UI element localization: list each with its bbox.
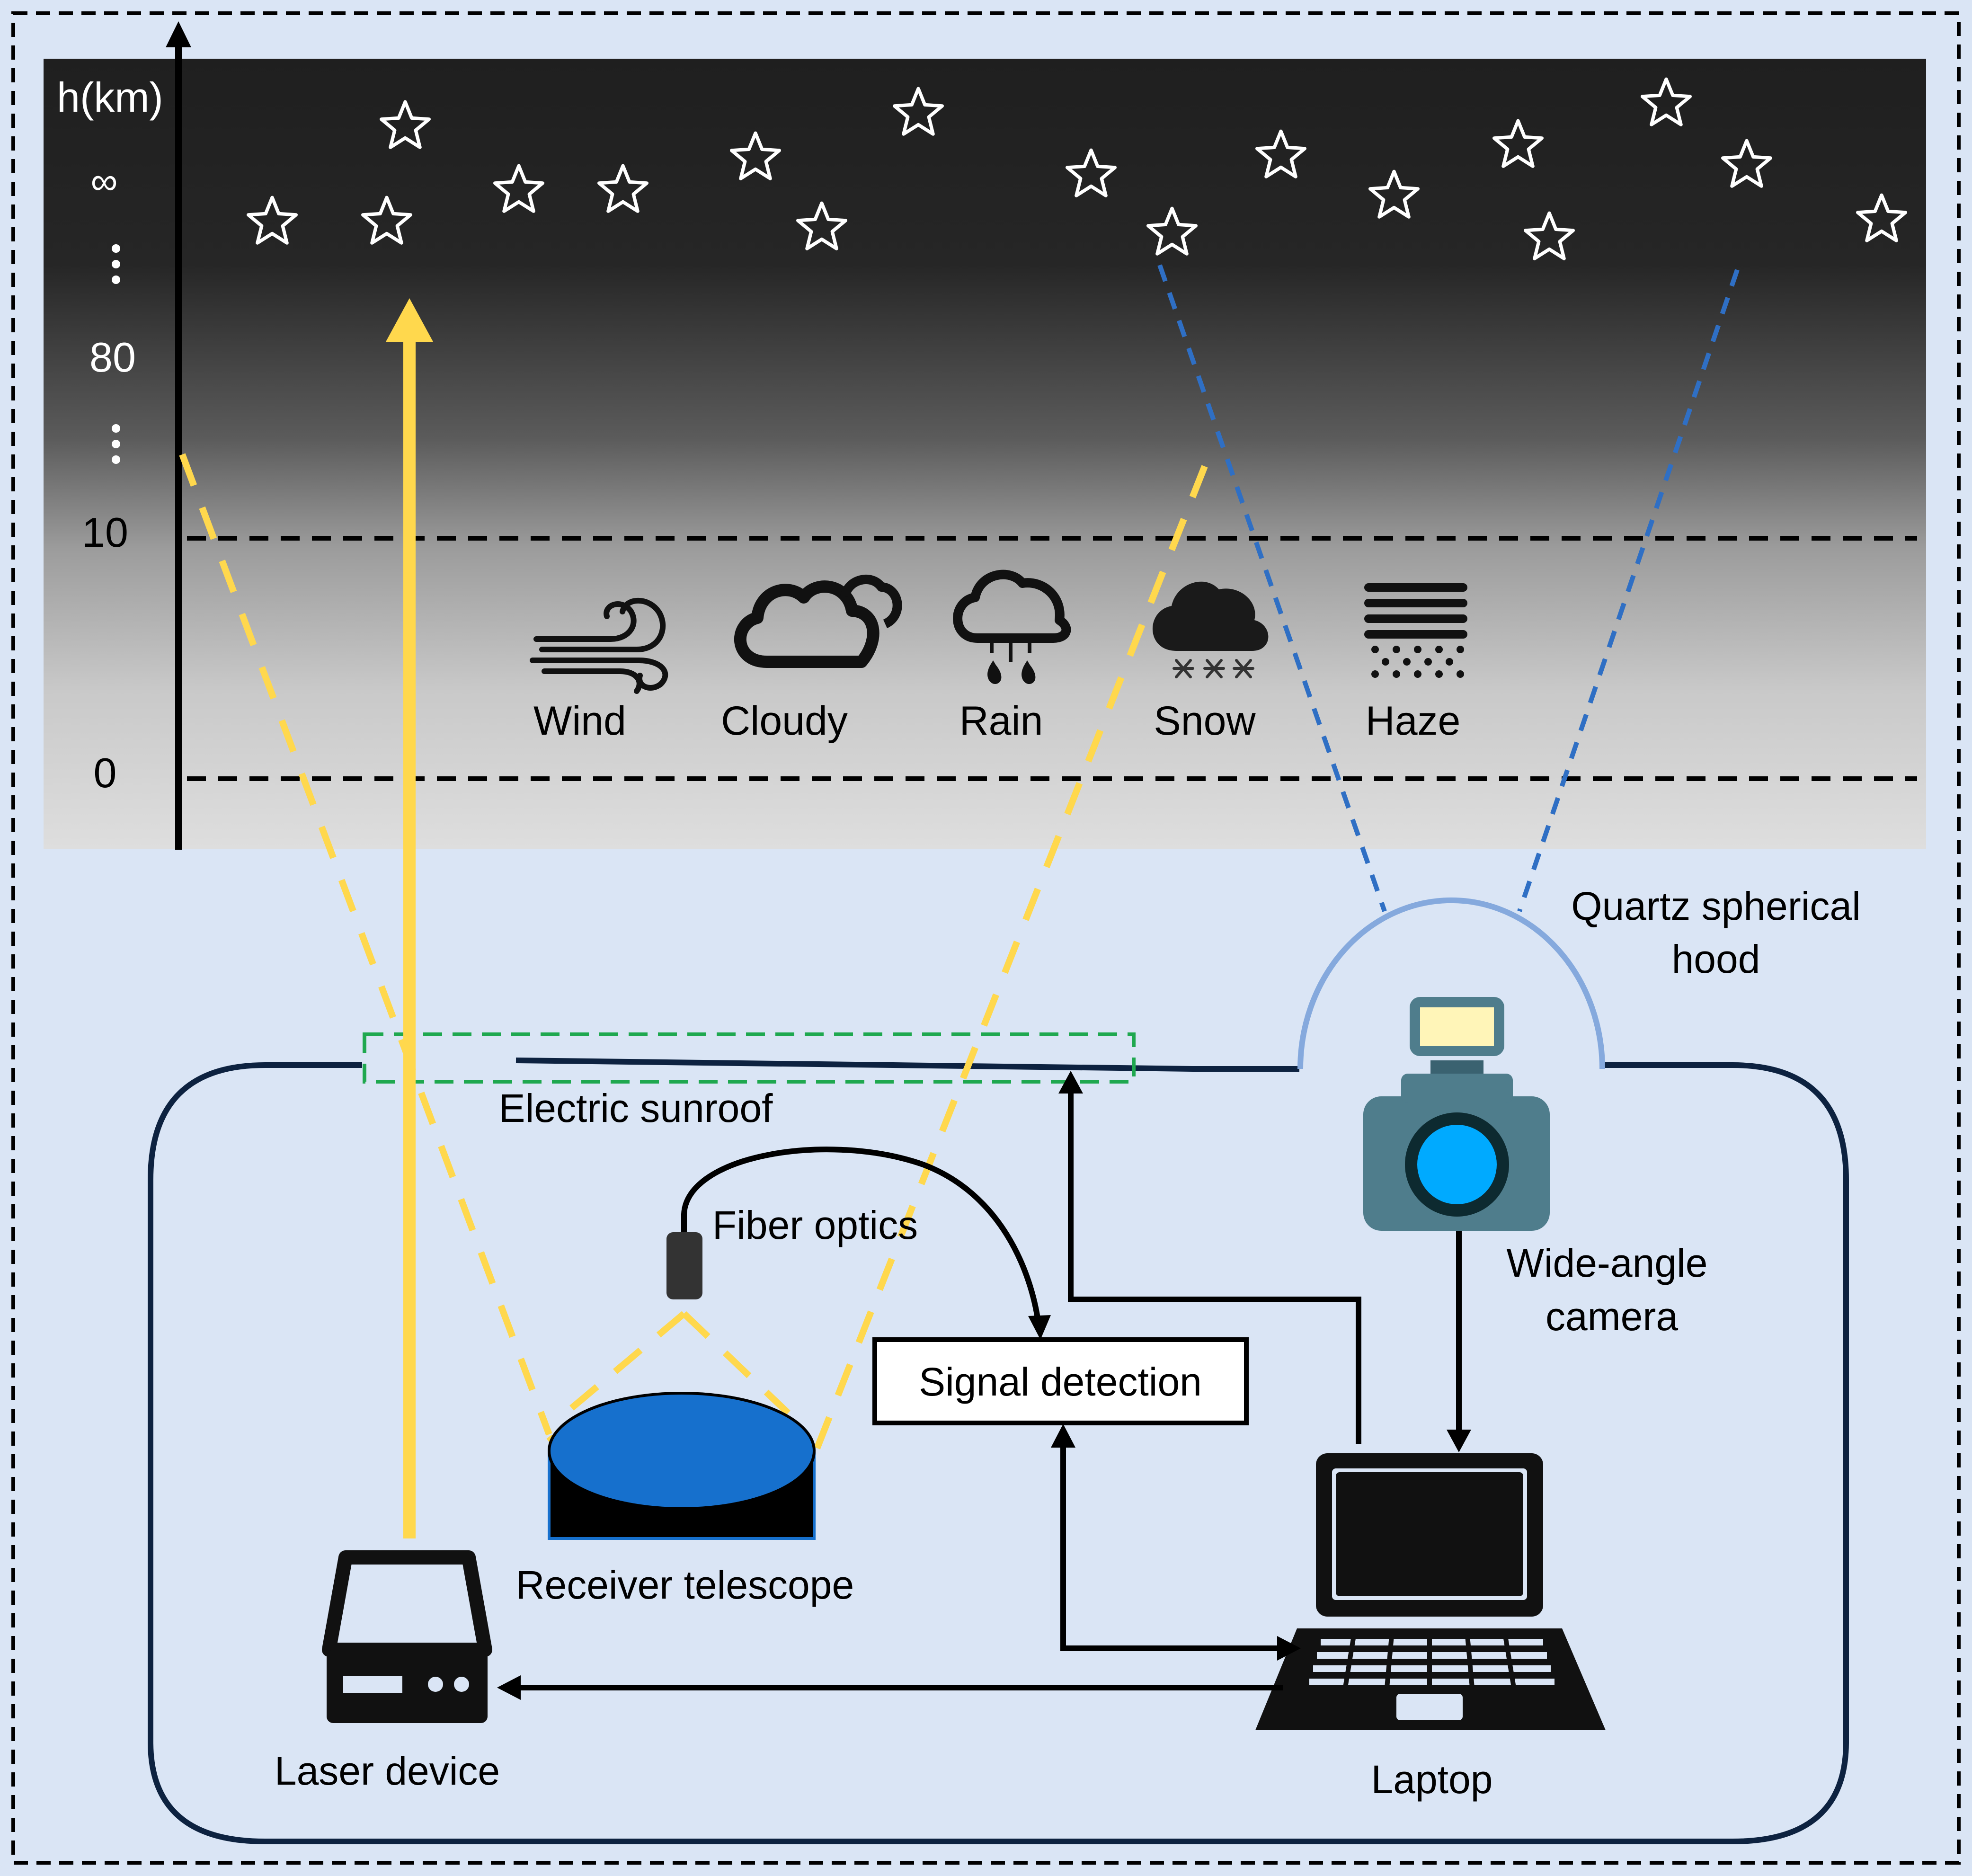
- fiber-optics-label: Fiber optics: [712, 1203, 918, 1247]
- wind-icon: [530, 598, 668, 694]
- receiver-telescope-icon: [548, 1392, 816, 1540]
- axis-tick-10: 10: [82, 509, 128, 556]
- snow-icon: [1152, 581, 1269, 678]
- vehicle-outline: [148, 1058, 1849, 1844]
- electric-sunroof-box: [363, 1032, 1136, 1084]
- hood-label-line2: hood: [1672, 937, 1760, 981]
- weather-label-rain: Rain: [959, 698, 1043, 744]
- laptop-to-sunroof-line: [1068, 1091, 1361, 1444]
- signal-detection-box: [872, 1337, 1249, 1425]
- weather-label-cloudy: Cloudy: [721, 698, 848, 744]
- haze-icon: [1364, 583, 1467, 678]
- altitude-axis: h(km) ∞ 80 10 0: [57, 21, 191, 850]
- laptop-label: Laptop: [1371, 1757, 1493, 1802]
- weather-label-snow: Snow: [1154, 698, 1256, 744]
- outer-frame: [11, 11, 1961, 1865]
- weather-label-wind: Wind: [533, 698, 626, 744]
- camera-field-of-view: [1157, 264, 1740, 912]
- electric-sunroof-label: Electric sunroof: [499, 1086, 773, 1130]
- axis-ellipsis-upper: [112, 244, 120, 284]
- camera-label-line1: Wide-angle: [1507, 1241, 1708, 1285]
- axis-tick-0: 0: [94, 749, 117, 796]
- connector-arrowheads: [497, 1071, 1471, 1700]
- cloudy-icon: [734, 575, 902, 668]
- weather-label-haze: Haze: [1366, 698, 1461, 744]
- rain-icon: [953, 569, 1071, 684]
- laser-device-icon: [322, 1550, 492, 1723]
- laser-device-label: Laser device: [275, 1749, 500, 1793]
- weather-icons: Wind Cloudy Rain Snow Haze: [530, 569, 1467, 744]
- fiber-arrowhead: [1028, 1315, 1051, 1340]
- axis-tick-80: 80: [89, 334, 136, 381]
- quartz-spherical-hood: [1297, 897, 1605, 1069]
- sky-panel: [44, 59, 1926, 849]
- fiber-connector: [666, 1232, 702, 1299]
- signal-detection-label: Signal detection: [919, 1360, 1202, 1404]
- fiber-optics: [666, 1147, 1051, 1340]
- axis-tick-infinity: ∞: [90, 160, 117, 202]
- detection-laptop-line: [1060, 1439, 1285, 1651]
- laser-beam: [386, 298, 433, 1538]
- axis-arrowhead: [166, 21, 191, 47]
- receiver-telescope-label: Receiver telescope: [516, 1563, 854, 1607]
- hood-label-line1: Quartz spherical: [1571, 884, 1861, 928]
- wide-angle-camera-icon: [1363, 997, 1550, 1231]
- laptop-icon: [1255, 1453, 1606, 1730]
- axis-ellipsis-lower: [112, 424, 120, 464]
- connectors: [511, 1091, 1462, 1690]
- axis-unit-label: h(km): [57, 74, 163, 121]
- camera-label-line2: camera: [1546, 1294, 1678, 1339]
